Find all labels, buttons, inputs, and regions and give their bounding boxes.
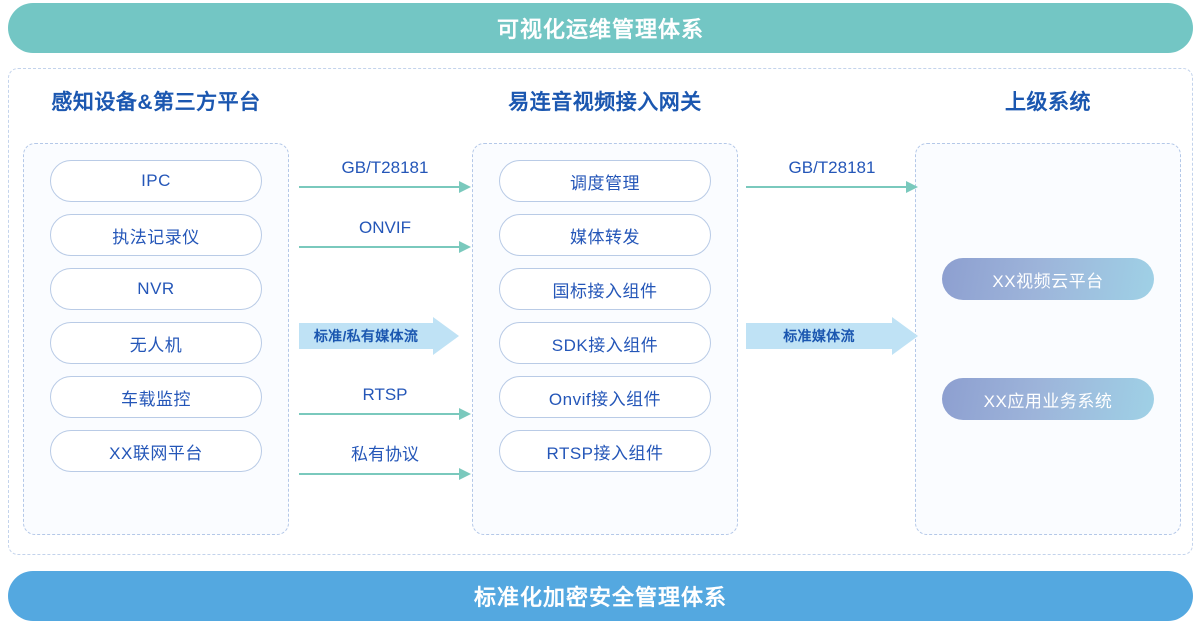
connector-label: 标准/私有媒体流 (313, 328, 419, 344)
column-upper-system: 上级系统 XX视频云平台 XX应用业务系统 (907, 69, 1189, 554)
top-banner: 可视化运维管理体系 (8, 3, 1193, 53)
list-item[interactable]: XX联网平台 (50, 430, 262, 472)
connector-label: GB/T28181 (788, 158, 876, 177)
column-title-left: 感知设备&第三方平台 (51, 91, 261, 114)
list-item[interactable]: NVR (50, 268, 262, 310)
bottom-banner-label: 标准化加密安全管理体系 (473, 585, 727, 610)
list-item[interactable]: IPC (50, 160, 262, 202)
arrow-head-icon (459, 240, 471, 253)
connector-rtsp: RTSP (299, 381, 471, 421)
arrow-head-icon (433, 317, 459, 355)
arrow-line (299, 412, 460, 415)
connector-standard-media-stream: 标准媒体流 (746, 317, 918, 355)
list-item[interactable]: XX视频云平台 (942, 258, 1154, 300)
top-banner-label: 可视化运维管理体系 (496, 17, 704, 42)
bottom-banner: 标准化加密安全管理体系 (8, 571, 1193, 621)
list-item[interactable]: 国标接入组件 (499, 268, 711, 310)
connector-gbt28181-right: GB/T28181 (746, 154, 918, 194)
column-title-right: 上级系统 (1005, 91, 1091, 114)
connector-label: 私有协议 (351, 445, 419, 464)
list-item[interactable]: 调度管理 (499, 160, 711, 202)
arrow-line (299, 245, 460, 248)
column-access-gateway: 易连音视频接入网关 调度管理 媒体转发 国标接入组件 SDK接入组件 Onvif… (464, 69, 746, 554)
arrow-head-icon (459, 407, 471, 420)
list-item[interactable]: 无人机 (50, 322, 262, 364)
middle-group-box: 调度管理 媒体转发 国标接入组件 SDK接入组件 Onvif接入组件 RTSP接… (472, 143, 738, 535)
connector-standard-private-media-stream: 标准/私有媒体流 (299, 317, 459, 355)
arrow-head-icon (459, 467, 471, 480)
left-group-box: IPC 执法记录仪 NVR 无人机 车载监控 XX联网平台 (23, 143, 289, 535)
arrow-head-icon (892, 317, 918, 355)
column-title-middle: 易连音视频接入网关 (508, 91, 702, 114)
list-item[interactable]: Onvif接入组件 (499, 376, 711, 418)
column-perception-devices: 感知设备&第三方平台 IPC 执法记录仪 NVR 无人机 车载监控 XX联网平台 (15, 69, 297, 554)
list-item[interactable]: 媒体转发 (499, 214, 711, 256)
connector-gbt28181-left: GB/T28181 (299, 154, 471, 194)
block-arrow-body: 标准/私有媒体流 (299, 323, 433, 349)
connector-private-protocol: 私有协议 (299, 441, 471, 481)
right-group-box: XX视频云平台 XX应用业务系统 (915, 143, 1181, 535)
arrow-line (299, 185, 460, 188)
arrow-head-icon (459, 180, 471, 193)
connector-label: ONVIF (359, 218, 411, 237)
connector-label: GB/T28181 (341, 158, 429, 177)
connector-label: 标准媒体流 (783, 328, 855, 344)
arrow-head-icon (906, 180, 918, 193)
diagram-frame: 感知设备&第三方平台 IPC 执法记录仪 NVR 无人机 车载监控 XX联网平台… (8, 68, 1193, 555)
list-item[interactable]: RTSP接入组件 (499, 430, 711, 472)
connector-onvif: ONVIF (299, 214, 471, 254)
list-item[interactable]: 执法记录仪 (50, 214, 262, 256)
list-item[interactable]: XX应用业务系统 (942, 378, 1154, 420)
connector-label: RTSP (362, 385, 408, 404)
arrow-line (299, 472, 460, 475)
list-item[interactable]: SDK接入组件 (499, 322, 711, 364)
arrow-line (746, 185, 907, 188)
list-item[interactable]: 车载监控 (50, 376, 262, 418)
block-arrow-body: 标准媒体流 (746, 323, 892, 349)
